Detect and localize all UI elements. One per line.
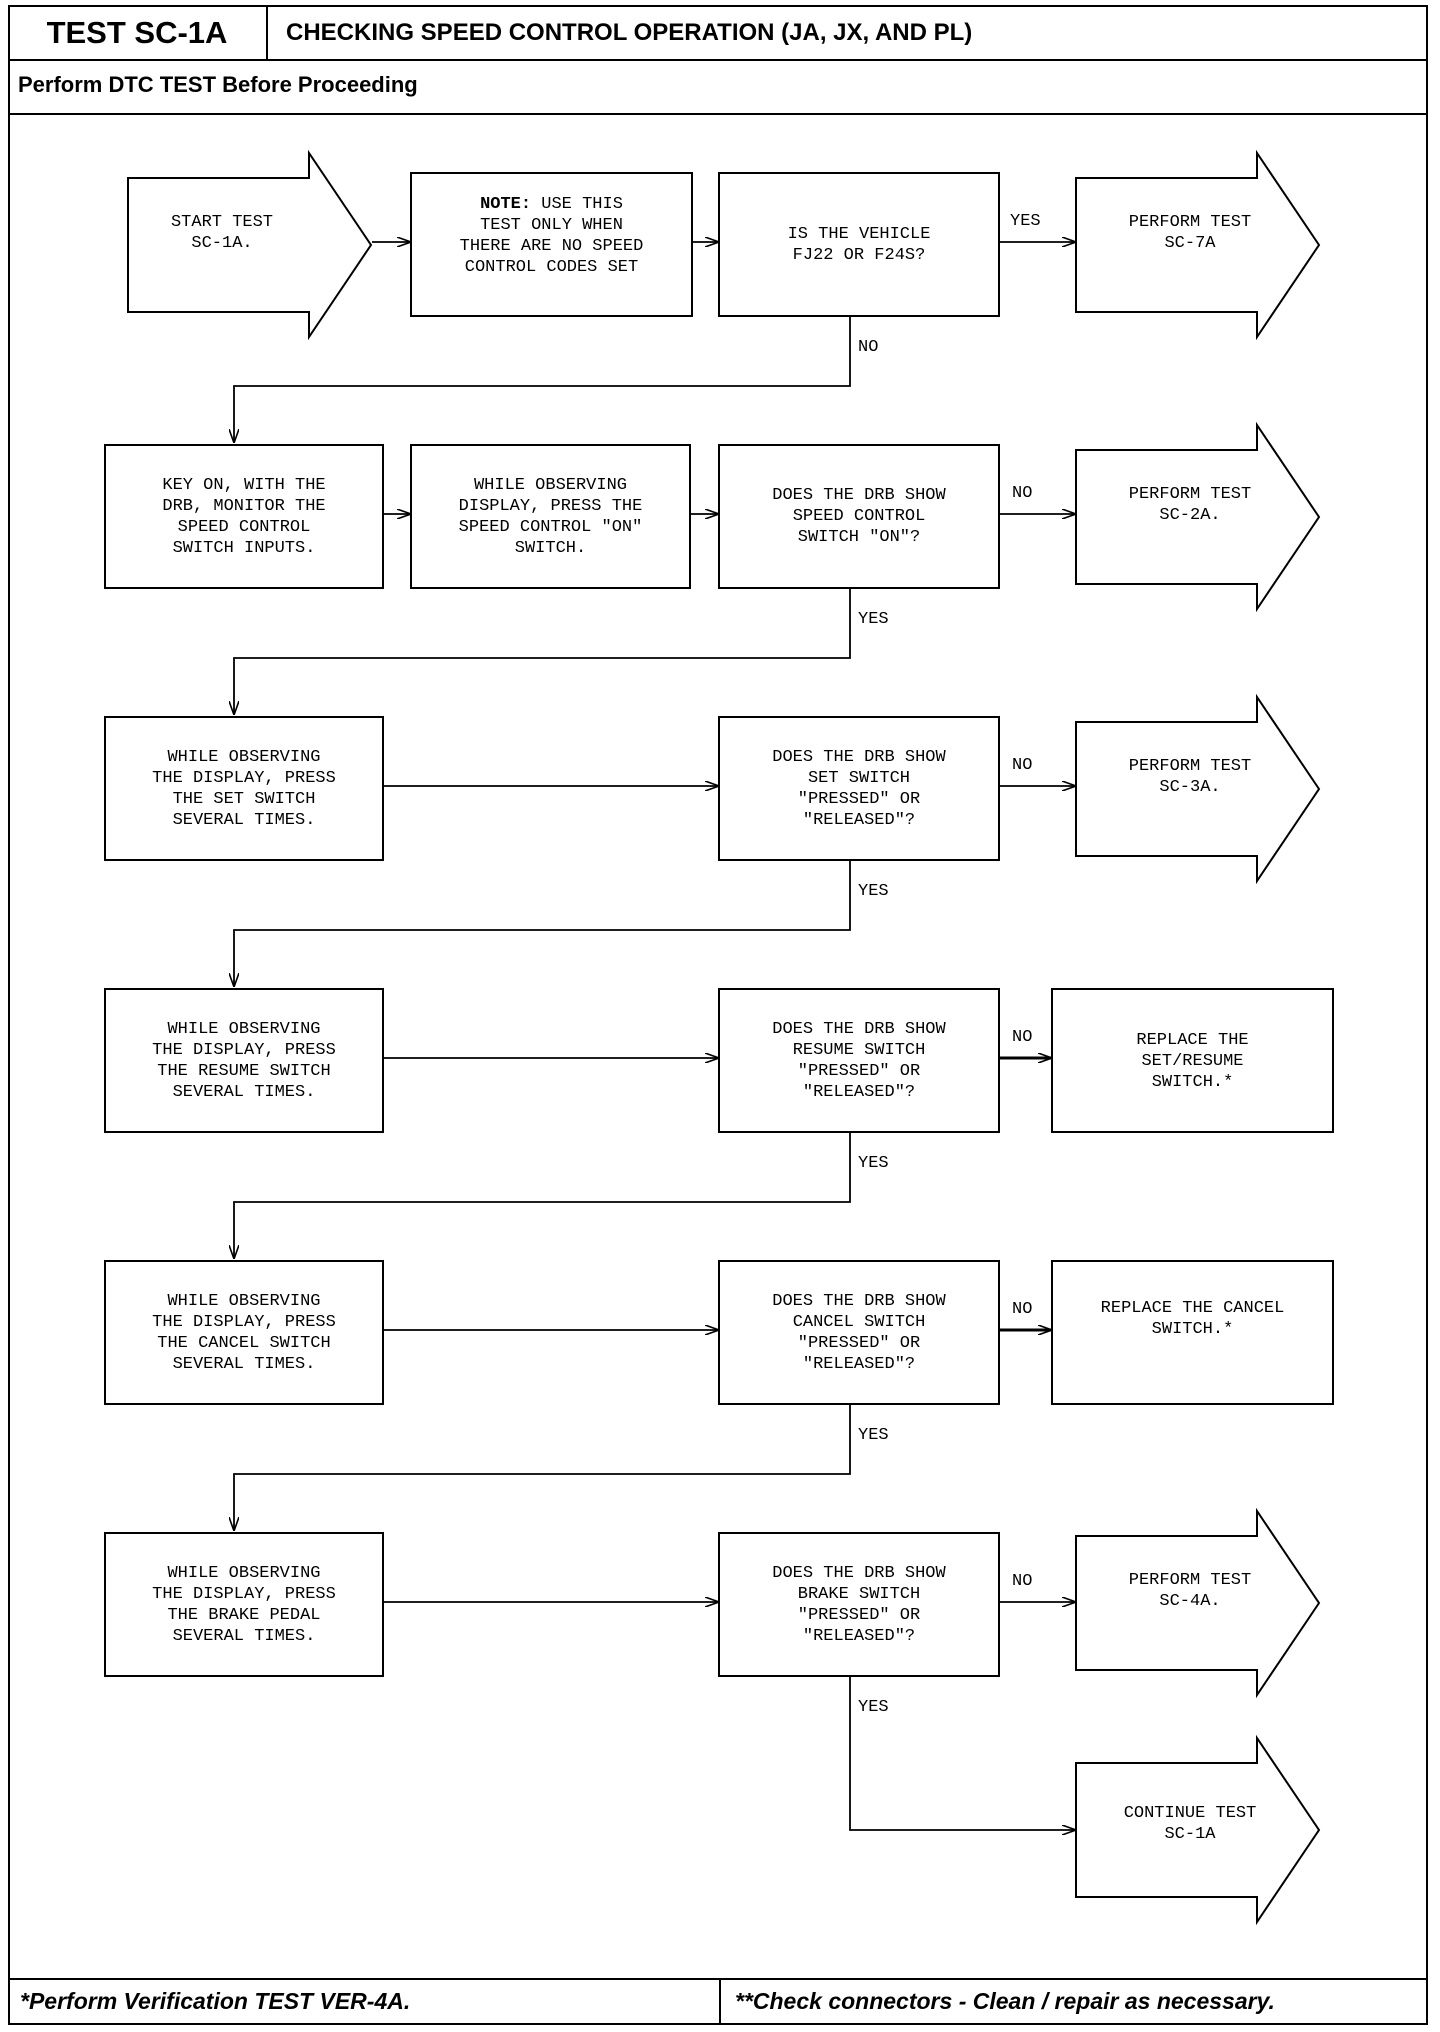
- decision-brake-switch[interactable]: DOES THE DRB SHOW BRAKE SWITCH "PRESSED"…: [718, 1532, 1000, 1677]
- continue-test-sc1a-label: CONTINUE TEST SC-1A: [1123, 1804, 1257, 1844]
- arrow-shape: [1075, 149, 1321, 341]
- decision-on-switch[interactable]: DOES THE DRB SHOW SPEED CONTROL SWITCH "…: [718, 444, 1000, 589]
- perform-test-sc3a-label: PERFORM TEST SC-3A.: [1128, 757, 1252, 797]
- test-id: TEST SC-1A: [8, 5, 268, 61]
- perform-test-sc2a-node[interactable]: PERFORM TEST SC-2A.: [1075, 421, 1321, 613]
- connector: [234, 1404, 851, 1530]
- connector: [234, 1132, 851, 1258]
- press-brake-pedal-step[interactable]: WHILE OBSERVING THE DISPLAY, PRESS THE B…: [104, 1532, 384, 1677]
- start-test-label: START TEST SC-1A.: [170, 213, 274, 253]
- connector: [234, 860, 851, 986]
- note-label: NOTE:: [480, 195, 532, 214]
- no-label: NO: [1012, 484, 1033, 503]
- perform-test-sc2a-label: PERFORM TEST SC-2A.: [1128, 485, 1252, 525]
- press-resume-switch-step[interactable]: WHILE OBSERVING THE DISPLAY, PRESS THE R…: [104, 988, 384, 1133]
- yes-label: YES: [858, 1698, 889, 1717]
- yes-label: YES: [858, 882, 889, 901]
- perform-test-sc7a-node[interactable]: PERFORM TEST SC-7A: [1075, 149, 1321, 341]
- no-label: NO: [1012, 1028, 1033, 1047]
- footer-divider: [8, 1978, 1428, 1980]
- decision-cancel-switch[interactable]: DOES THE DRB SHOW CANCEL SWITCH "PRESSED…: [718, 1260, 1000, 1405]
- connector: [849, 1676, 1075, 1830]
- subheading: Perform DTC TEST Before Proceeding: [18, 72, 418, 97]
- note-text: USE THIS TEST ONLY WHEN THERE ARE NO SPE…: [459, 195, 644, 277]
- footer-column-divider: [719, 1980, 721, 2025]
- no-label: NO: [1012, 756, 1033, 775]
- arrow-shape: [1075, 421, 1321, 613]
- arrow-shape: [127, 149, 373, 341]
- no-label: NO: [1012, 1572, 1033, 1591]
- decision-set-switch[interactable]: DOES THE DRB SHOW SET SWITCH "PRESSED" O…: [718, 716, 1000, 861]
- press-set-switch-step[interactable]: WHILE OBSERVING THE DISPLAY, PRESS THE S…: [104, 716, 384, 861]
- key-on-step[interactable]: KEY ON, WITH THE DRB, MONITOR THE SPEED …: [104, 444, 384, 589]
- replace-set-resume-step[interactable]: REPLACE THE SET/RESUME SWITCH.*: [1051, 988, 1334, 1133]
- no-label: NO: [1012, 1300, 1033, 1319]
- perform-test-sc3a-node[interactable]: PERFORM TEST SC-3A.: [1075, 693, 1321, 885]
- arrow-shape: [1075, 1507, 1321, 1699]
- footer-connector-note: **Check connectors - Clean / repair as n…: [735, 1988, 1275, 2014]
- yes-label: YES: [1010, 212, 1041, 231]
- decision-vehicle-type[interactable]: IS THE VEHICLE FJ22 OR F24S?: [718, 172, 1000, 317]
- decision-resume-switch[interactable]: DOES THE DRB SHOW RESUME SWITCH "PRESSED…: [718, 988, 1000, 1133]
- perform-test-sc4a-label: PERFORM TEST SC-4A.: [1128, 1571, 1252, 1611]
- start-test-node[interactable]: START TEST SC-1A.: [127, 149, 373, 341]
- note-box: NOTE: USE THIS TEST ONLY WHEN THERE ARE …: [410, 172, 693, 317]
- press-cancel-switch-step[interactable]: WHILE OBSERVING THE DISPLAY, PRESS THE C…: [104, 1260, 384, 1405]
- continue-test-sc1a-node[interactable]: CONTINUE TEST SC-1A: [1075, 1734, 1321, 1926]
- no-label: NO: [858, 338, 879, 357]
- footer-verification-note: *Perform Verification TEST VER-4A.: [20, 1988, 411, 2014]
- arrow-shape: [1075, 693, 1321, 885]
- yes-label: YES: [858, 1154, 889, 1173]
- arrow-shape: [1075, 1734, 1321, 1926]
- connector: [234, 317, 851, 442]
- replace-cancel-step[interactable]: REPLACE THE CANCEL SWITCH.*: [1051, 1260, 1334, 1405]
- perform-test-sc7a-label: PERFORM TEST SC-7A: [1128, 213, 1252, 253]
- subheading-divider: [8, 113, 1428, 115]
- page-frame: [8, 5, 1428, 2025]
- yes-label: YES: [858, 610, 889, 629]
- page-title: CHECKING SPEED CONTROL OPERATION (JA, JX…: [286, 19, 973, 46]
- press-on-switch-step[interactable]: WHILE OBSERVING DISPLAY, PRESS THE SPEED…: [410, 444, 691, 589]
- header-divider: [8, 59, 1428, 61]
- yes-label: YES: [858, 1426, 889, 1445]
- perform-test-sc4a-node[interactable]: PERFORM TEST SC-4A.: [1075, 1507, 1321, 1699]
- connector: [234, 589, 851, 714]
